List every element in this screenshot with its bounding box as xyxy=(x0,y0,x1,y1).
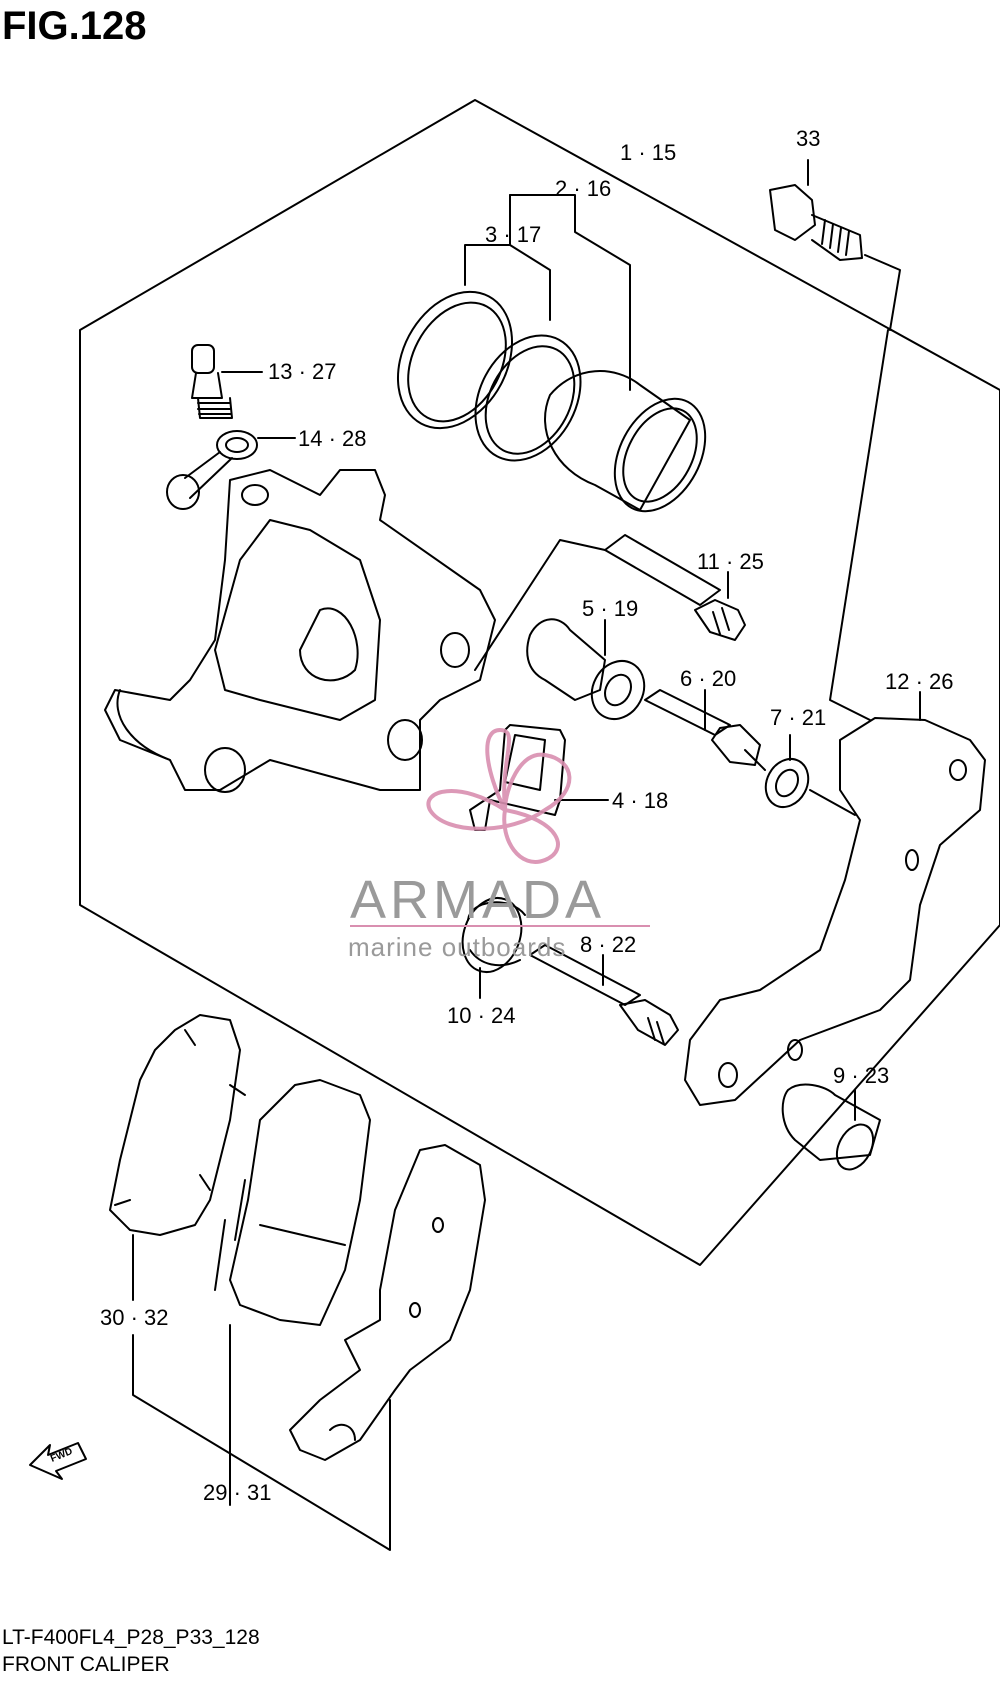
bracket-33 xyxy=(864,254,901,331)
callout-12-26: 12 · 26 xyxy=(885,669,954,694)
pad-shim xyxy=(289,1144,486,1461)
piston xyxy=(544,370,707,513)
axis-line-washer xyxy=(809,789,856,816)
bracket-pin xyxy=(529,944,679,1046)
callout-3-17: 3 · 17 xyxy=(485,222,541,247)
pad-spring-clip xyxy=(469,724,566,831)
watermark-tagline: marine outboards xyxy=(348,932,566,962)
slide-pin-lower xyxy=(644,689,766,771)
callout-4-18: 4 · 18 xyxy=(612,788,668,813)
forward-direction-icon xyxy=(29,1442,87,1480)
bracket-3-17 xyxy=(464,194,511,286)
fwd-badge: FWD xyxy=(49,1446,74,1465)
mounting-bolt xyxy=(769,184,863,261)
callout-2-16: 2 · 16 xyxy=(555,176,611,201)
caliper-body xyxy=(104,469,496,793)
bracket-boot xyxy=(781,1083,881,1171)
watermark-brand: ARMADA xyxy=(350,870,605,930)
bolt-axis-33 xyxy=(829,329,889,721)
pin-sleeve xyxy=(526,618,646,720)
callout-13-27: 13 · 27 xyxy=(268,359,337,384)
bracket-29-31 xyxy=(132,1334,391,1551)
assembly-boundary xyxy=(79,99,1000,1266)
axis-line-upper xyxy=(474,539,606,671)
bleed-screw xyxy=(191,344,233,419)
callout-5-19: 5 · 19 xyxy=(582,596,638,621)
callout-33: 33 xyxy=(796,126,820,151)
piston-seal-ring xyxy=(396,290,514,430)
brake-pad-outer xyxy=(214,1079,371,1326)
callout-30-32: 30 · 32 xyxy=(100,1305,169,1330)
callout-11-25: 11 · 25 xyxy=(697,549,764,574)
callout-6-20: 6 · 20 xyxy=(680,666,736,691)
brake-pad-inner xyxy=(109,1014,246,1236)
callout-10-24: 10 · 24 xyxy=(447,1003,516,1028)
bracket-2-16 xyxy=(509,194,631,391)
diagram-code: LT-F400FL4_P28_P33_128 xyxy=(2,1626,260,1649)
callout-9-23: 9 · 23 xyxy=(833,1063,889,1088)
bleed-cap xyxy=(166,430,258,510)
bracket-3-17b xyxy=(509,244,551,321)
figure-title: FIG.128 xyxy=(2,4,147,48)
caliper-bracket xyxy=(684,717,986,1106)
callout-7-21: 7 · 21 xyxy=(770,705,826,730)
callout-1-15: 1 · 15 xyxy=(620,140,676,165)
callout-29-31: 29 · 31 xyxy=(203,1480,272,1505)
diagram-caption: FRONT CALIPER xyxy=(2,1653,170,1676)
slide-pin-upper xyxy=(604,534,746,641)
callout-8-22: 8 · 22 xyxy=(580,932,636,957)
washer xyxy=(764,758,810,808)
watermark-logo xyxy=(426,727,572,864)
callout-14-28: 14 · 28 xyxy=(298,426,367,451)
dust-seal-ring xyxy=(474,334,582,462)
